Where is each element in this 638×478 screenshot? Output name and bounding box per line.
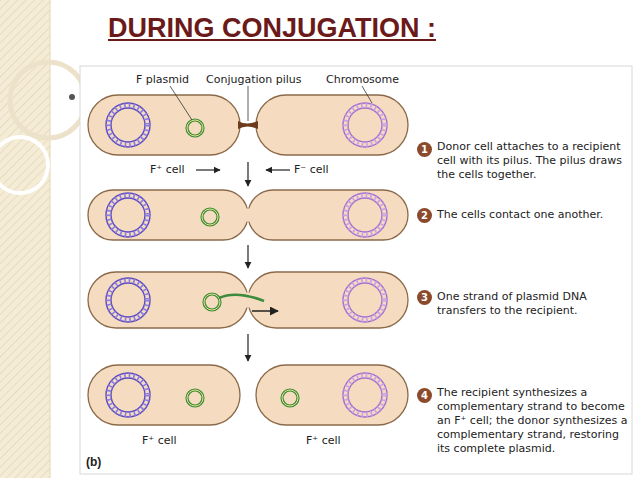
slide-arc xyxy=(0,137,48,193)
chromosome xyxy=(343,103,387,147)
slide-title: DURING CONJUGATION : xyxy=(108,12,436,44)
callout-number: 2 xyxy=(417,208,432,223)
recipient-cell xyxy=(248,272,408,328)
leader-line xyxy=(170,86,192,120)
movement-arrow xyxy=(196,169,220,170)
recipient-cell xyxy=(256,365,408,425)
chromosome xyxy=(106,103,150,147)
cell-label: F⁺ cell xyxy=(306,434,341,447)
slide-edge xyxy=(50,0,51,478)
callout-number: 3 xyxy=(417,290,432,305)
recipient-cell xyxy=(256,95,408,155)
transfer-arrow xyxy=(252,310,278,312)
chromosome xyxy=(343,193,387,237)
cell-label: F⁺ cell xyxy=(142,434,177,447)
chromosome xyxy=(106,278,150,322)
step-text: The cells contact one another. xyxy=(437,208,632,222)
part-label: Conjugation pilus xyxy=(206,73,302,86)
cell-bridge xyxy=(234,206,262,224)
movement-arrow xyxy=(266,169,290,170)
recipient-cell xyxy=(248,190,408,240)
step-arrow xyxy=(247,162,248,186)
f-plasmid xyxy=(282,390,298,406)
step-text: One strand of plasmid DNA transfers to t… xyxy=(437,290,632,318)
chromosome xyxy=(343,373,387,417)
leader-line xyxy=(248,86,249,121)
cell-label: F⁺ cell xyxy=(150,163,185,176)
conjugation-pilus xyxy=(238,121,258,129)
bullet-dot xyxy=(69,94,75,100)
chromosome xyxy=(106,373,150,417)
step-arrow xyxy=(247,334,248,361)
callout-number: 4 xyxy=(417,388,432,403)
step-arrow xyxy=(247,245,248,268)
step-text: The recipient synthesizes a complementar… xyxy=(437,386,632,456)
callout-number: 1 xyxy=(417,142,432,157)
chromosome xyxy=(343,278,387,322)
donor-cell xyxy=(88,190,248,240)
donor-cell xyxy=(88,365,240,425)
dna-strand xyxy=(219,295,264,301)
cells xyxy=(88,95,408,425)
f-plasmid xyxy=(202,209,218,225)
f-plasmid xyxy=(204,294,220,310)
panel-letter: (b) xyxy=(86,455,101,469)
f-plasmid xyxy=(187,390,203,406)
slide-arc xyxy=(10,62,86,138)
figure-frame xyxy=(80,66,632,474)
step-text: Donor cell attaches to a recipient cell … xyxy=(437,140,632,182)
donor-cell xyxy=(88,272,248,328)
leader-line xyxy=(362,86,372,103)
cell-label: F⁻ cell xyxy=(294,163,329,176)
donor-cell xyxy=(88,95,240,155)
chromosome xyxy=(106,193,150,237)
f-plasmid xyxy=(187,120,203,136)
part-label: Chromosome xyxy=(326,73,399,86)
part-label: F plasmid xyxy=(136,73,189,86)
